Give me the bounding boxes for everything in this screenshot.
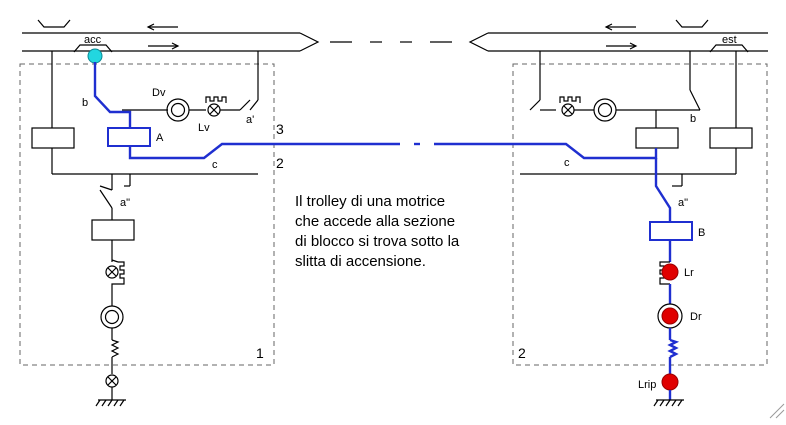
caption: Il trolley di una motrice che accede all…	[295, 193, 460, 270]
resistor-right	[667, 338, 680, 359]
label-c-left: c	[212, 159, 218, 171]
label-b-right: b	[690, 113, 696, 125]
section-1: 1 Dv Lv a' b A c 3 2	[19, 48, 300, 407]
label-dv: Dv	[152, 87, 166, 99]
relay-b	[649, 221, 693, 241]
label-a-prime: a'	[246, 114, 254, 126]
lamp-lv	[205, 96, 227, 117]
label-relay-b: B	[698, 227, 705, 239]
section-2-border	[512, 63, 768, 366]
lamp-dv-right	[593, 98, 617, 122]
lamp-lv-right	[559, 96, 581, 117]
direction-arrow-right-2	[606, 42, 638, 50]
label-wire-3: 3	[276, 121, 284, 137]
trolley-shoe-top-right	[675, 19, 709, 28]
relay-a	[107, 127, 151, 147]
label-lv: Lv	[198, 122, 210, 134]
label-a-second-right: a"	[678, 197, 688, 209]
lamp-dr-left	[100, 305, 124, 329]
trolley-shoe-top-left	[37, 19, 71, 28]
lamp-lr-left	[105, 261, 125, 290]
label-a-second-left: a"	[120, 197, 130, 209]
resize-grip-icon	[769, 403, 785, 419]
ground-symbol-right	[653, 399, 684, 407]
label-acc: acc	[84, 34, 102, 46]
label-wire-2: 2	[276, 155, 284, 171]
lamp-lr	[661, 263, 679, 281]
section-1-border	[19, 63, 275, 366]
section-1-number: 1	[256, 345, 264, 361]
direction-arrow-left-1	[146, 23, 178, 31]
section-2: 2 b c a" B	[510, 51, 768, 407]
resistor-left	[110, 339, 120, 358]
label-lrip: Lrip	[638, 379, 656, 391]
direction-arrow-right-1	[148, 42, 180, 50]
relay-box-left	[31, 127, 75, 149]
section-2-number: 2	[518, 345, 526, 361]
lamp-lrip-left	[105, 374, 119, 388]
lamp-dv	[166, 98, 190, 122]
label-relay-a: A	[156, 132, 164, 144]
lamp-lrip	[661, 373, 679, 391]
label-lr: Lr	[684, 267, 694, 279]
trolley-shoe-est	[709, 44, 749, 53]
label-b-left: b	[82, 97, 88, 109]
caption-line-3: di blocco si trova sotto la	[295, 233, 460, 250]
label-c-right: c	[564, 157, 570, 169]
contact-dot-acc	[87, 48, 103, 64]
relay-box-right-inner	[635, 127, 679, 149]
overhead-line: acc est	[22, 19, 768, 53]
relay-box-lower-left	[91, 219, 135, 241]
direction-arrow-left-2	[604, 23, 636, 31]
caption-line-4: slitta di accensione.	[295, 253, 426, 270]
label-est: est	[722, 34, 737, 46]
relay-box-right-outer	[709, 127, 753, 149]
caption-line-2: che accede alla sezione	[295, 213, 455, 230]
ground-symbol-left	[95, 399, 126, 407]
label-dr: Dr	[690, 311, 702, 323]
trolley-shoe-acc	[73, 44, 113, 53]
lamp-dr	[661, 307, 679, 325]
caption-line-1: Il trolley di una motrice	[295, 193, 445, 210]
